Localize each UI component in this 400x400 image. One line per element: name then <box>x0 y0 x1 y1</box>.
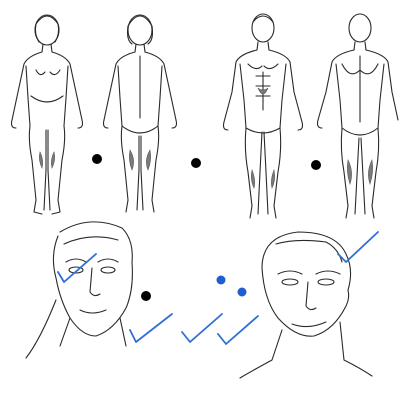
male-front-abdomen-shading <box>251 87 275 189</box>
blue-click-dot-2 <box>237 287 247 297</box>
checkmark-icon-4 <box>217 315 259 345</box>
black-dot-marker-3 <box>311 160 321 170</box>
checkmark-icon-5 <box>337 231 379 263</box>
blue-click-dot-1 <box>216 275 226 285</box>
face-three-quarter-figure[interactable] <box>25 221 133 359</box>
male-back-figure[interactable] <box>316 13 399 219</box>
male-back-calf-shading <box>347 159 373 185</box>
female-front-knee-shading <box>39 151 55 169</box>
black-dot-marker-2 <box>191 158 201 168</box>
face-front-figure[interactable] <box>239 231 373 379</box>
female-back-calf-shading <box>129 149 151 171</box>
black-dot-marker-1 <box>92 154 102 164</box>
checkmark-icon-3 <box>181 313 223 343</box>
female-front-figure[interactable] <box>10 14 84 215</box>
black-dot-marker-4 <box>141 291 151 301</box>
male-front-figure[interactable] <box>222 13 304 219</box>
checkmark-icon-2 <box>129 313 173 343</box>
female-back-figure[interactable] <box>102 14 178 213</box>
checkmark-icon-1 <box>57 253 97 283</box>
